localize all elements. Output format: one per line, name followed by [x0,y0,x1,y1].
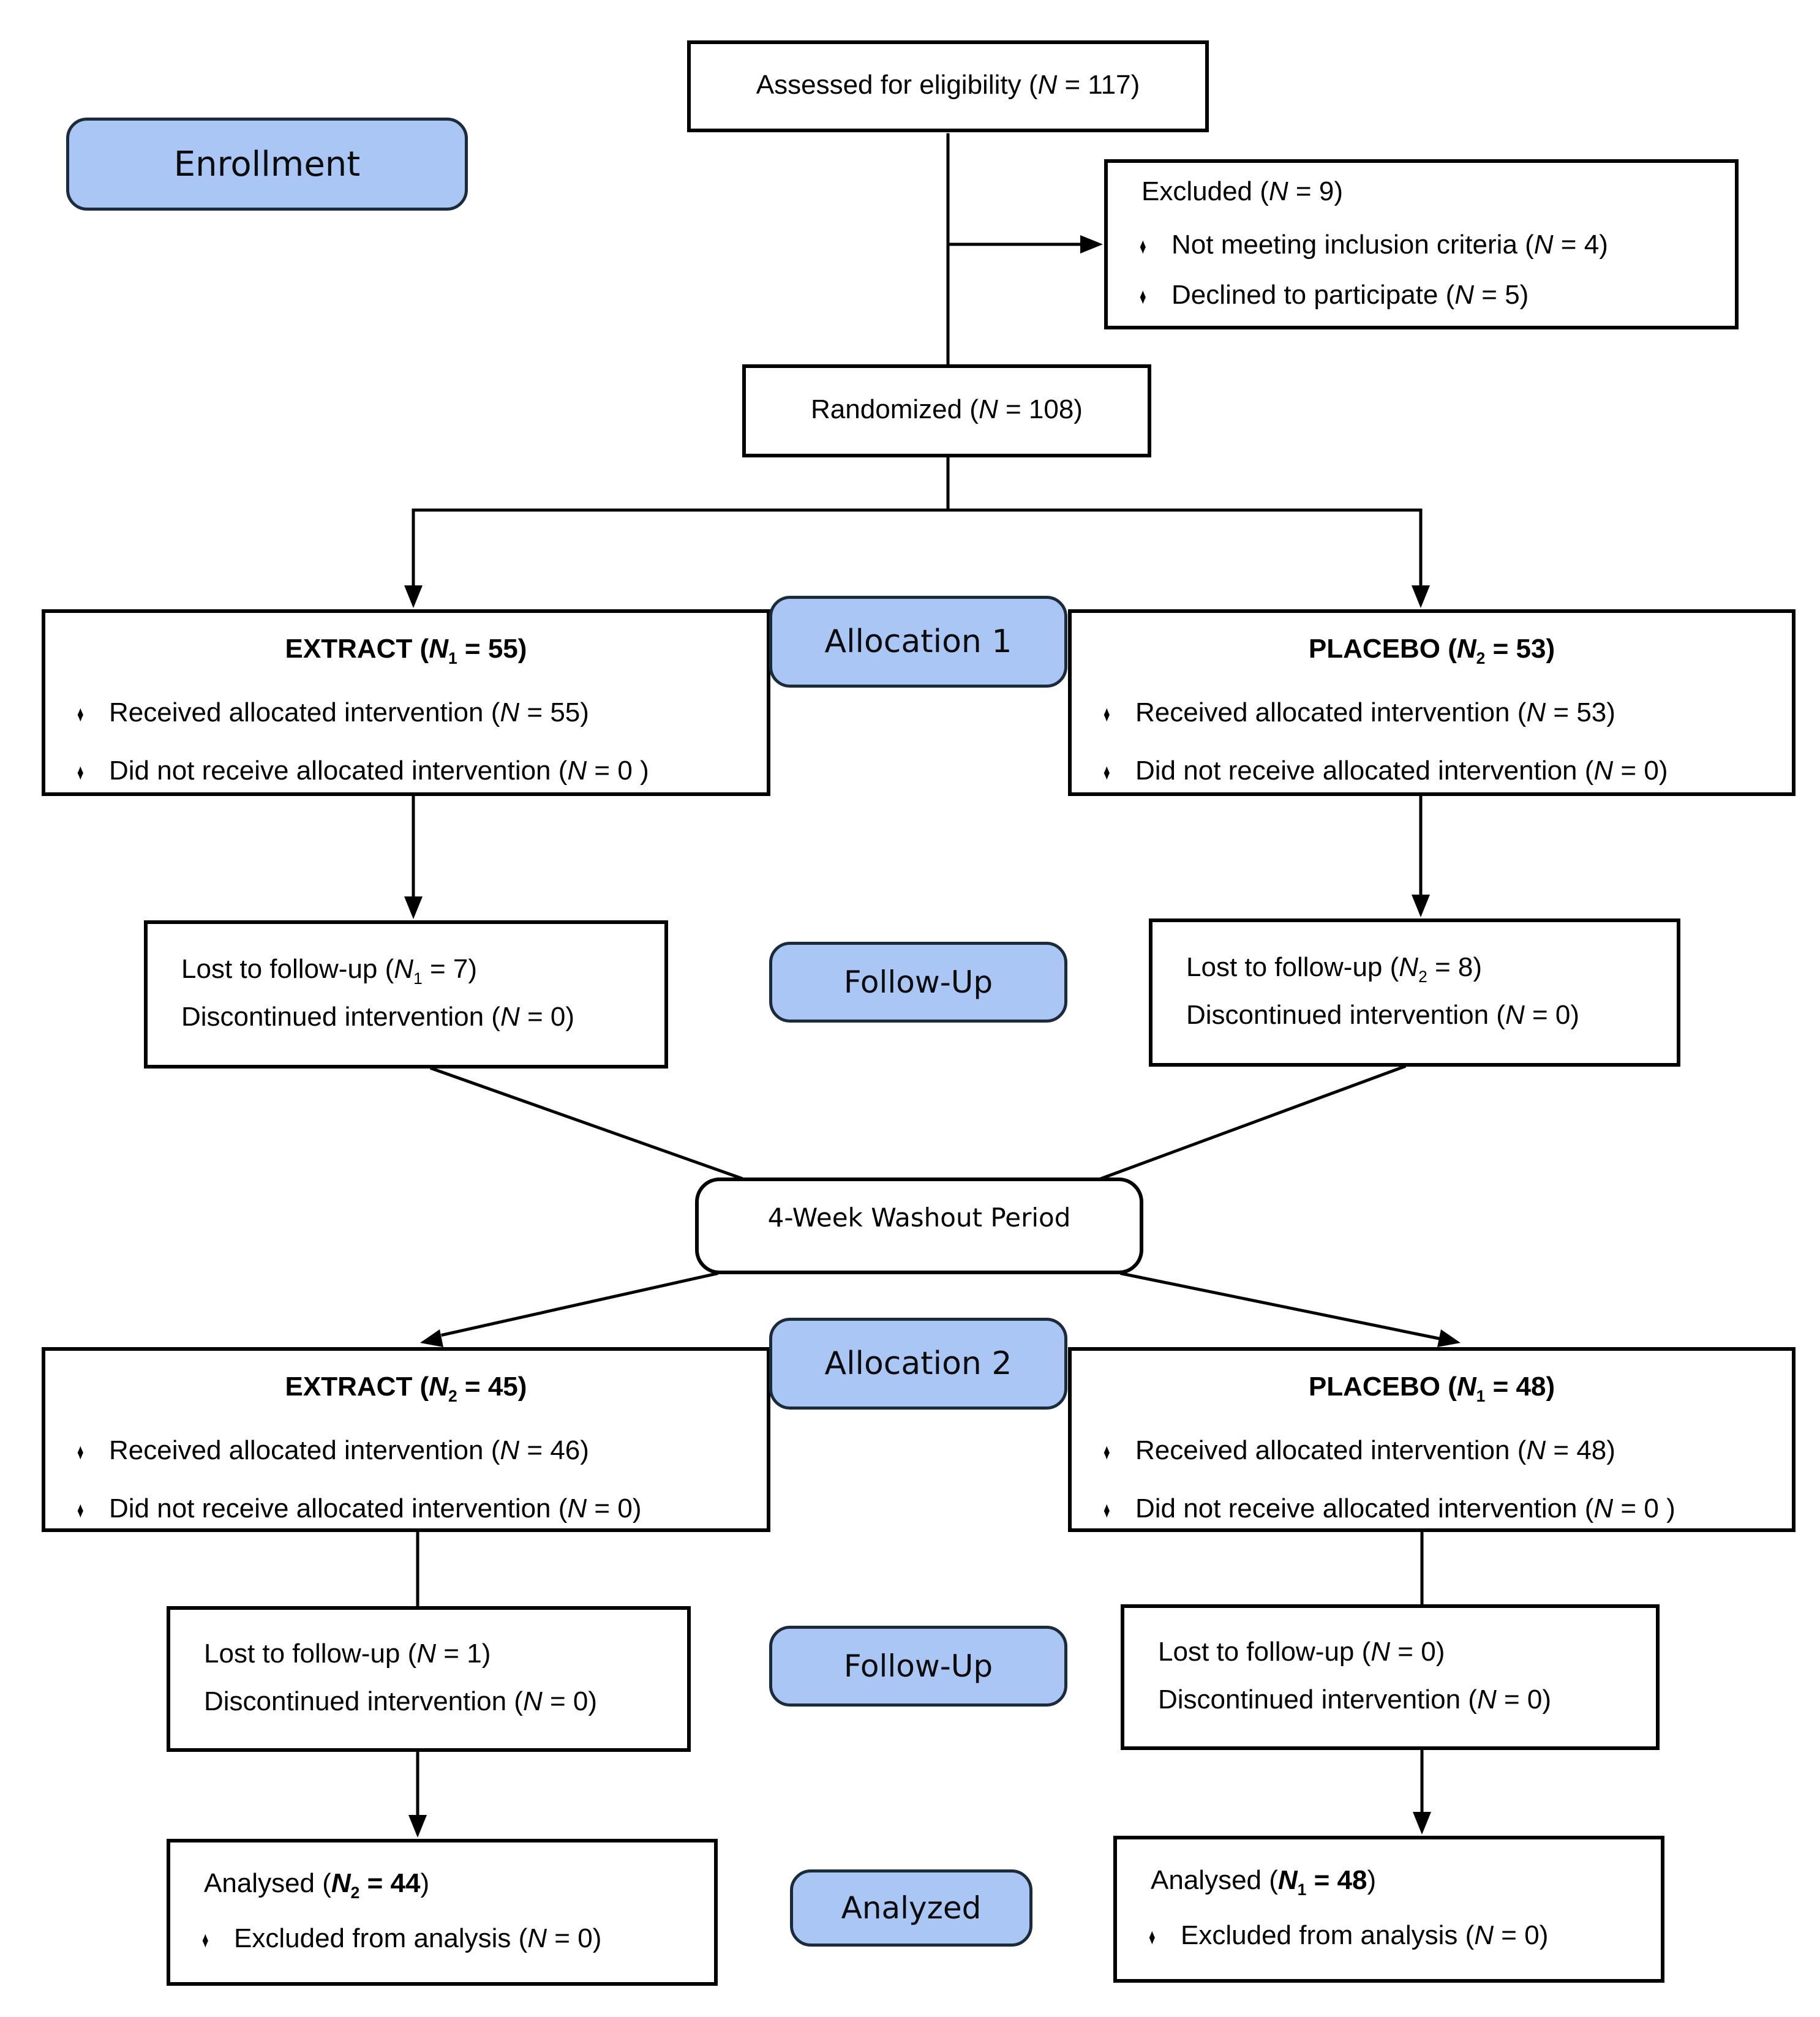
followup-line: Lost to follow-up (N1 = 7) [181,954,478,988]
excluded-title: Excluded (N = 9) [1141,176,1343,206]
bullet-item: ♦ Declined to participate (N = 5) [1108,277,1735,315]
analysed-detail: Excluded from analysis (N = 0) [1181,1920,1549,1950]
excluded-reason: Not meeting inclusion criteria (N = 4) [1171,230,1608,260]
followup-line: Lost to follow-up (N = 0) [1158,1637,1445,1667]
stage-followup-2: Follow-Up [769,1626,1067,1707]
box-extract-allocation1: EXTRACT (N1 = 55) ♦ Received allocated i… [42,609,770,796]
diamond-bullet-icon: ♦ [1104,1438,1110,1464]
extract2-title: EXTRACT (N2 = 45) [285,1372,527,1405]
washout-label: 4-Week Washout Period [767,1202,1071,1233]
box-lost-followup-2-left: Lost to follow-up (N = 1) Discontinued i… [167,1606,691,1752]
arrowhead-icon [404,896,423,919]
followup-line: Discontinued intervention (N = 0) [1186,1000,1580,1030]
bullet-item: ♦ Received allocated intervention (N = 5… [1072,695,1792,733]
assessed-label: Assessed for eligibility (N = 117) [756,70,1140,100]
diamond-bullet-icon: ♦ [202,1927,209,1952]
bullet-item: ♦ Excluded from analysis (N = 0) [1117,1918,1661,1956]
bullet-item: ♦ Did not receive allocated intervention… [45,753,767,791]
diamond-bullet-icon: ♦ [1149,1924,1156,1949]
followup-line: Discontinued intervention (N = 0) [204,1686,598,1716]
diamond-bullet-icon: ♦ [77,759,84,785]
diamond-bullet-icon: ♦ [77,701,84,726]
connector-line [429,1066,743,1181]
stage-allocation-1: Allocation 1 [769,596,1067,688]
box-placebo-allocation1: PLACEBO (N2 = 53) ♦ Received allocated i… [1068,609,1796,796]
allocation-detail: Received allocated intervention (N = 48) [1135,1435,1615,1465]
connector-line [441,1272,718,1337]
stage-followup-2-label: Follow-Up [843,1648,993,1684]
analysed-title: Analysed (N1 = 48) [1151,1865,1377,1899]
box-washout: 4-Week Washout Period [695,1178,1143,1274]
stage-followup-1-label: Follow-Up [843,964,993,1000]
arrowhead-icon [1412,585,1430,608]
arrowhead-icon [420,1329,443,1347]
allocation-detail: Did not receive allocated intervention (… [1135,1493,1675,1524]
box-lost-followup-1-right: Lost to follow-up (N2 = 8) Discontinued … [1149,918,1680,1067]
arrowhead-icon [1080,235,1103,254]
randomized-label: Randomized (N = 108) [811,394,1083,425]
stage-followup-1: Follow-Up [769,942,1067,1023]
box-assessed: Assessed for eligibility (N = 117) [687,40,1209,132]
box-extract-allocation2: EXTRACT (N2 = 45) ♦ Received allocated i… [42,1347,770,1532]
box-excluded: Excluded (N = 9) ♦ Not meeting inclusion… [1104,159,1739,329]
followup-line: Discontinued intervention (N = 0) [181,1002,575,1032]
stage-enrollment: Enrollment [66,118,468,211]
allocation-detail: Did not receive allocated intervention (… [1135,756,1668,786]
stage-analyzed: Analyzed [790,1869,1032,1947]
box-analysed-right: Analysed (N1 = 48) ♦ Excluded from analy… [1113,1836,1664,1983]
allocation-detail: Received allocated intervention (N = 46) [109,1435,589,1465]
stage-analyzed-label: Analyzed [841,1890,982,1926]
bullet-item: ♦ Did not receive allocated intervention… [1072,1491,1792,1529]
arrowhead-icon [404,585,423,608]
box-lost-followup-1-left: Lost to follow-up (N1 = 7) Discontinued … [144,920,668,1069]
placebo2-title: PLACEBO (N1 = 48) [1308,1372,1555,1405]
bullet-item: ♦ Received allocated intervention (N = 4… [1072,1433,1792,1471]
stage-allocation-2: Allocation 2 [769,1318,1067,1410]
arrowhead-icon [408,1815,427,1838]
diamond-bullet-icon: ♦ [1104,1497,1110,1523]
diamond-bullet-icon: ♦ [77,1438,84,1464]
excluded-reason: Declined to participate (N = 5) [1171,279,1529,310]
bullet-item: ♦ Did not receive allocated intervention… [45,1491,767,1529]
bullet-item: ♦ Did not receive allocated intervention… [1072,753,1792,791]
stage-allocation-1-label: Allocation 1 [824,623,1012,660]
placebo1-title: PLACEBO (N2 = 53) [1308,634,1555,667]
allocation-detail: Did not receive allocated intervention (… [109,756,649,786]
stage-enrollment-label: Enrollment [173,144,361,184]
bullet-item: ♦ Excluded from analysis (N = 0) [170,1921,714,1959]
allocation-detail: Did not receive allocated intervention (… [109,1493,642,1524]
allocation-detail: Received allocated intervention (N = 55) [109,697,589,727]
diamond-bullet-icon: ♦ [77,1497,84,1523]
box-placebo-allocation2: PLACEBO (N1 = 48) ♦ Received allocated i… [1068,1347,1796,1532]
bullet-item: ♦ Received allocated intervention (N = 4… [45,1433,767,1471]
arrowhead-icon [1437,1329,1461,1347]
arrowhead-icon [1413,1812,1431,1835]
bullet-item: ♦ Received allocated intervention (N = 5… [45,695,767,733]
extract1-title: EXTRACT (N1 = 55) [285,634,527,667]
followup-line: Discontinued intervention (N = 0) [1158,1685,1552,1715]
diamond-bullet-icon: ♦ [1104,759,1110,785]
allocation-detail: Received allocated intervention (N = 53) [1135,697,1615,727]
connector-line [1100,1064,1407,1181]
diamond-bullet-icon: ♦ [1140,283,1146,309]
box-randomized: Randomized (N = 108) [742,364,1151,457]
analysed-title: Analysed (N2 = 44) [204,1868,430,1902]
diamond-bullet-icon: ♦ [1104,701,1110,726]
arrowhead-icon [1412,895,1430,917]
connector-line [1120,1272,1441,1340]
followup-line: Lost to follow-up (N2 = 8) [1186,952,1483,986]
diamond-bullet-icon: ♦ [1140,233,1146,259]
followup-line: Lost to follow-up (N = 1) [204,1639,491,1669]
box-analysed-left: Analysed (N2 = 44) ♦ Excluded from analy… [167,1839,718,1986]
stage-allocation-2-label: Allocation 2 [824,1345,1012,1382]
bullet-item: ♦ Not meeting inclusion criteria (N = 4) [1108,227,1735,265]
analysed-detail: Excluded from analysis (N = 0) [234,1923,602,1953]
box-lost-followup-2-right: Lost to follow-up (N = 0) Discontinued i… [1121,1604,1660,1750]
